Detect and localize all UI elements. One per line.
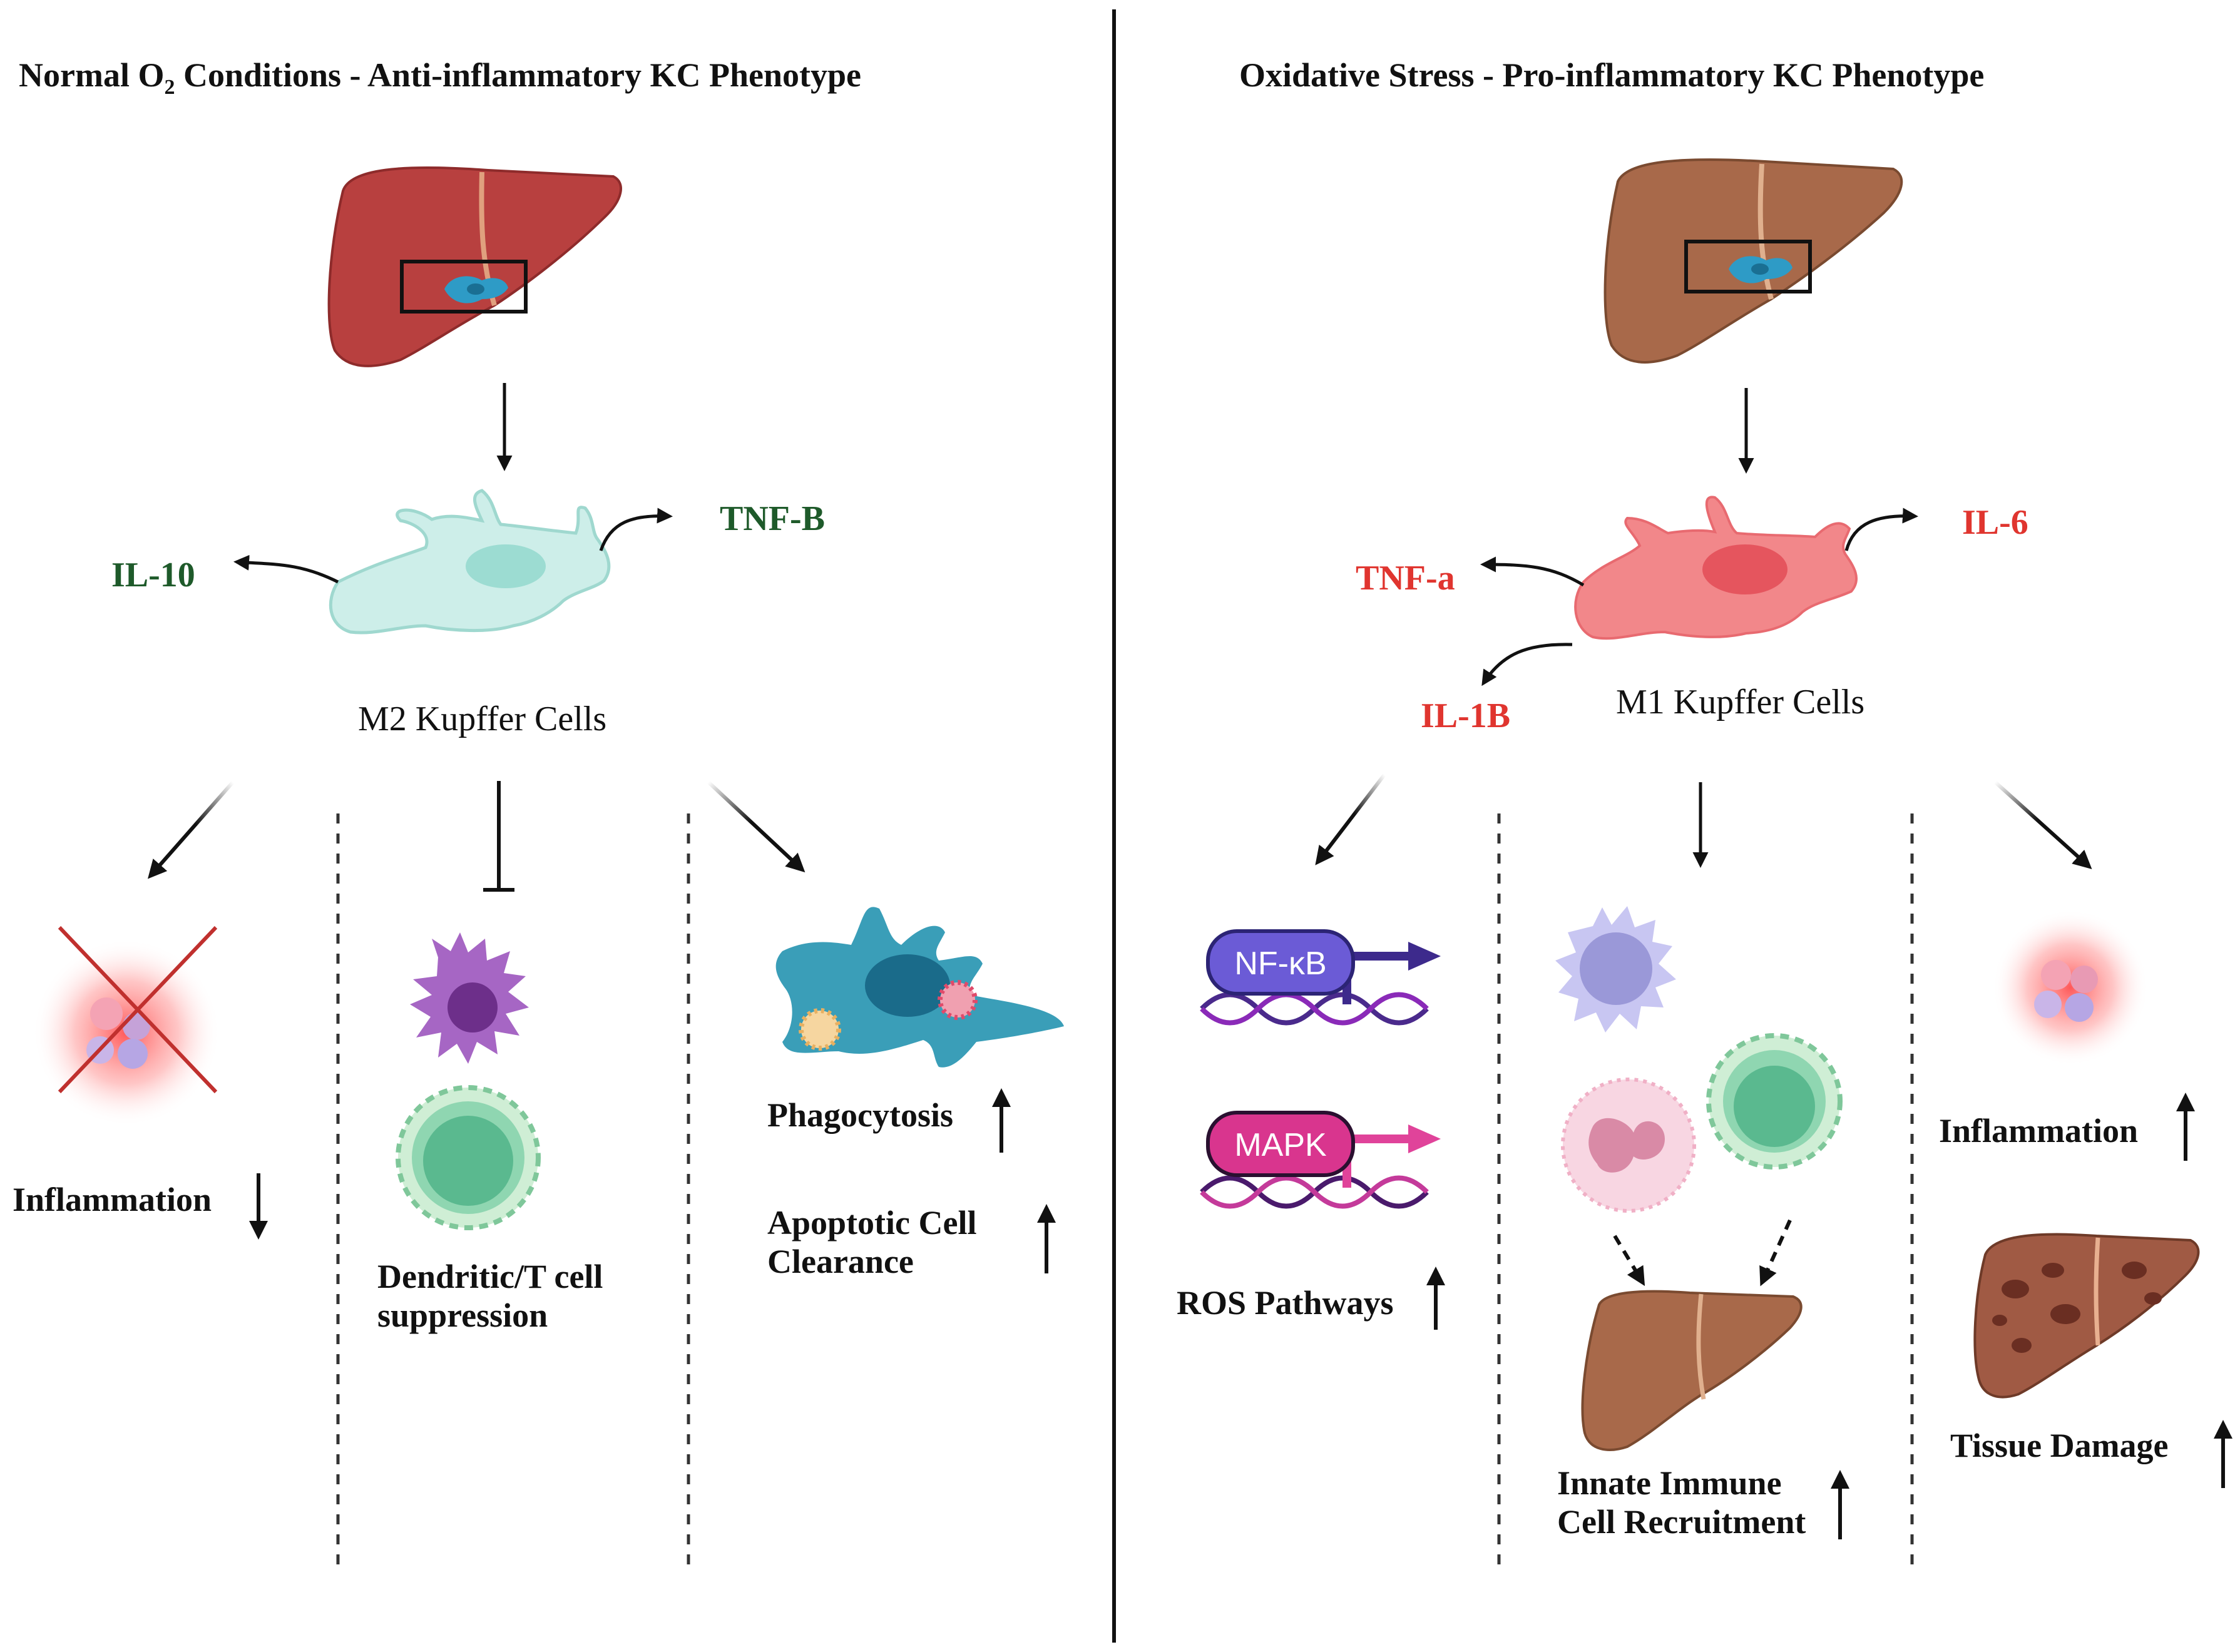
nfkb-pathway-icon: NF-κB [1200,929,1441,1026]
cytokine-tnfa-label: TNF-a [1356,559,1455,598]
kupffer-cell-mini-icon [1729,256,1793,283]
cytokine-il10-label: IL-10 [111,556,195,594]
left-panel-title: Normal O2 Conditions - Anti-inflammatory… [19,56,861,99]
recruitment-dashed-arrow-right [1759,1219,1792,1287]
outcome-inflammation-down-label: Inflammation [13,1181,212,1218]
dendritic-cell-icon [410,932,529,1064]
outcome-tissue-damage-label: Tissue Damage [1950,1427,2169,1464]
m2-kupffer-cell-icon [329,489,611,635]
healthy-liver-icon [327,166,622,367]
neutrophil-icon [1561,1078,1696,1213]
m1-branch-arrow-right [1993,780,2092,870]
mapk-pathway-icon: MAPK [1200,1111,1441,1209]
il10-arrow [233,554,339,584]
svg-text:NF-κB: NF-κB [1234,946,1326,982]
lymphocyte-icon [1706,1033,1843,1170]
monocyte-icon [1555,906,1676,1032]
kupffer-cell-mini-icon [444,276,508,303]
cytokine-il1b-label: IL-1B [1421,696,1510,735]
outcome-ros-label: ROS Pathways [1177,1284,1394,1322]
m1-kupffer-cell-icon [1574,496,1858,640]
cytokine-tnfb-label: TNF-B [720,499,825,538]
inflammation-icon [1992,909,2149,1066]
m2-cell-nucleus [466,544,546,588]
m1-branch-arrow-left [1315,773,1386,865]
m2-inhibit-line [483,781,514,892]
outcome-inflammation-up-label: Inflammation [1939,1112,2138,1150]
right-panel: Oxidative Stress - Pro-inflammatory KC P… [1177,56,2232,1574]
m2-branch-arrow-left [148,781,235,879]
tnfa-arrow [1480,556,1585,587]
tnfb-arrow [599,507,673,551]
recruitment-dashed-arrow-left [1613,1235,1645,1287]
stressed-liver-icon [1603,158,1903,364]
outcome-phagocytosis-label: Phagocytosis [767,1096,953,1134]
il1b-arrow [1481,643,1573,686]
cytokine-il6-label: IL-6 [1962,503,2028,542]
left-panel: Normal O2 Conditions - Anti-inflammatory… [13,56,1064,1574]
inflammation-crossed-icon [33,925,220,1126]
right-panel-title: Oxidative Stress - Pro-inflammatory KC P… [1239,56,1984,94]
il6-arrow [1844,507,1918,551]
nfkb-pill [1206,929,1355,996]
recruitment-liver-icon [1581,1290,1803,1451]
mapk-pill [1206,1111,1355,1177]
m2-cell-label: M2 Kupffer Cells [358,700,606,738]
m1-cell-nucleus [1702,544,1787,594]
zoom-box [400,260,528,314]
zoom-box [1684,240,1812,293]
phagocytic-kupffer-cell-icon [775,907,1064,1068]
svg-text:MAPK: MAPK [1234,1127,1327,1163]
m1-cell-label: M1 Kupffer Cells [1616,683,1864,721]
damaged-liver-icon [1973,1233,2200,1399]
m2-branch-arrow-right [707,780,805,873]
t-cell-icon [396,1085,541,1230]
